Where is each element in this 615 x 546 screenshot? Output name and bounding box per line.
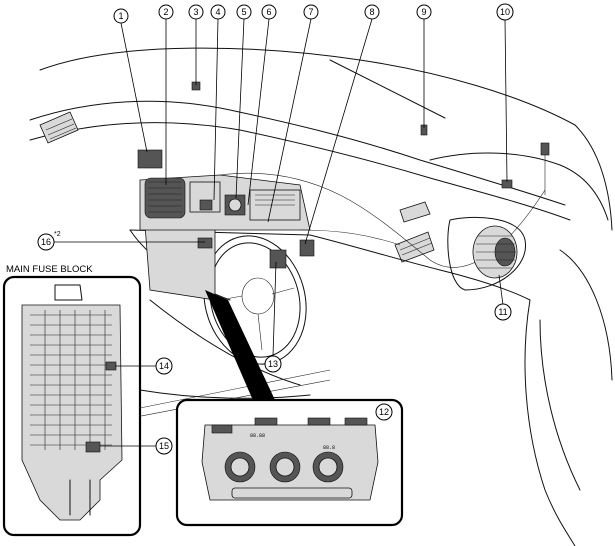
callout-9: 9 [416, 4, 432, 20]
callout-14: 14 [155, 357, 173, 375]
svg-text:5: 5 [241, 7, 246, 17]
vehicle-interior-drawing [29, 47, 613, 546]
panel-button-top-2 [254, 417, 278, 426]
climate-control-panel-inset: 88.88 88.8 [175, 398, 404, 527]
callout-3: 3 [188, 4, 204, 20]
svg-text:9: 9 [421, 7, 426, 17]
callout-2: 2 [158, 4, 174, 20]
callout-15: 15 [155, 437, 173, 455]
callout-6: 6 [261, 4, 277, 20]
svg-text:6: 6 [266, 7, 271, 17]
panel-pointer-wedge [205, 290, 275, 405]
panel-button-top-1 [211, 424, 233, 434]
ac-compressor [447, 216, 526, 291]
svg-text:3: 3 [193, 7, 198, 17]
main-fuse-block-inset: MAIN FUSE BLOCK [2, 264, 142, 537]
svg-text:2: 2 [163, 7, 168, 17]
panel-left-display: 88.88 [250, 433, 265, 439]
svg-text:16: 16 [41, 237, 51, 247]
callout-1: 1 [113, 8, 129, 24]
callout-4: 4 [210, 4, 226, 20]
panel-right-display: 88.8 [323, 445, 335, 451]
svg-text:11: 11 [498, 307, 507, 317]
leader-lines [54, 18, 508, 447]
svg-text:13: 13 [268, 359, 278, 369]
hvac-unit-assembly [137, 149, 315, 269]
svg-text:10: 10 [500, 7, 510, 17]
svg-text:8: 8 [369, 7, 374, 17]
callout-11: 11 [494, 303, 512, 321]
callout-16: 16 [37, 233, 55, 251]
svg-text:15: 15 [159, 441, 169, 451]
callout-10: 10 [496, 3, 514, 21]
svg-text:7: 7 [308, 7, 313, 17]
svg-text:12: 12 [379, 407, 389, 417]
svg-text:4: 4 [215, 7, 220, 17]
callout-12: 12 [375, 403, 393, 421]
callout-5: 5 [236, 4, 252, 20]
svg-text:1: 1 [118, 11, 123, 21]
callout-7: 7 [303, 4, 319, 20]
panel-button-top-4 [344, 417, 368, 426]
panel-button-top-3 [307, 417, 331, 426]
callout-13: 13 [264, 355, 282, 373]
fuse-block-title: MAIN FUSE BLOCK [6, 264, 93, 275]
callout-8: 8 [364, 4, 380, 20]
svg-text:14: 14 [159, 361, 169, 371]
callout-16-note: *2 [54, 231, 61, 238]
